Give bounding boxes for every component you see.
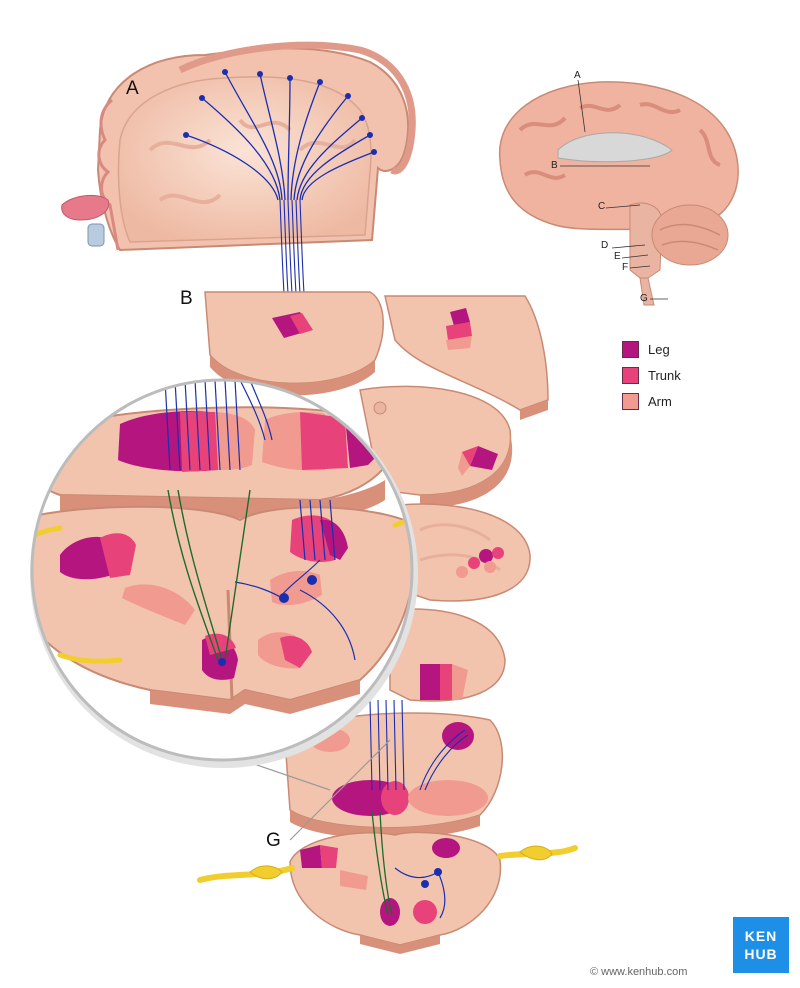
lumbar-slice [289,831,502,946]
legend-item-leg: Leg [622,336,732,362]
medulla-slice-lower [389,608,506,702]
lower-arm-zone [452,664,468,700]
spinal-nerve-left-ganglion [249,865,283,880]
mag-acst-right-trunk [280,635,312,668]
medulla-pyramid-blobs [456,547,504,578]
lumbar-neurons [421,868,442,888]
lumbar-lcst-trunk [320,845,338,868]
spinal-cord-section-lower [197,811,578,954]
mag-right-pyramid-trunk [300,412,348,470]
label-g: G [266,830,281,851]
brain-folds [148,118,357,205]
inset-gyri [518,102,721,180]
cervical-fibers [369,699,469,791]
midbrain-arm-right [446,336,472,350]
lower-leg-zone [420,664,440,700]
mag-posterior-right-leg [320,519,348,560]
midbrain-slice-right-side [520,400,548,420]
spinal-cord-section-upper [284,699,503,839]
lumbar-lcst-leg [300,845,322,868]
legend-swatch-arm [622,392,639,410]
inset-label-g: G [640,293,648,304]
lumbar-acst-right [432,838,460,858]
inset-label-e: E [614,251,621,262]
inset-label-b: B [551,160,558,171]
legend-swatch-trunk [622,366,639,384]
cervical-acst [442,722,474,750]
cortex-section [61,41,416,323]
lumbar-slice-side [360,935,440,954]
cervical-slice-side [290,810,480,839]
midbrain-trunk-right [446,322,472,340]
vertebra-marker [87,223,105,247]
mag-lcst-left-trunk [100,533,136,578]
magnifier-rim [30,378,414,762]
medulla-slice-upper [399,503,531,602]
tongue [61,194,110,221]
legend-swatch-leg [622,340,639,358]
legend-item-trunk: Trunk [622,362,732,388]
legend: Leg Trunk Arm [622,336,732,414]
legend-label-leg: Leg [648,341,670,357]
cervical-lcst-right [408,780,488,816]
legend-label-arm: Arm [648,393,672,409]
lumbar-anterior-right [413,900,437,924]
pons-slice-side [420,430,513,508]
logo-line-2: HUB [744,946,778,962]
label-b: B [180,288,193,309]
pons-leg-right [470,446,498,470]
mag-spinal-slab-side [150,680,360,714]
copyright-text: © www.kenhub.com [590,966,688,978]
kenhub-logo[interactable]: KEN HUB [733,917,789,973]
pons-arm-right [458,452,470,476]
cervical-lcst-mid [381,781,409,815]
mag-lcst-left-arm [122,584,195,625]
label-a: A [126,78,139,99]
midbrain-leg-right [450,308,470,326]
legend-label-trunk: Trunk [648,367,681,383]
spinal-nerve-right-ganglion [519,845,553,861]
inset-label-a: A [574,70,581,81]
midbrain-trunk-left [290,313,313,334]
magnifier-callout [30,378,418,841]
legend-item-arm: Arm [622,388,732,414]
inset-leader-lines [560,79,668,300]
inset-cerebellum-folia [659,223,721,251]
mag-blue-fibers [164,380,356,661]
inset-cerebellum [651,204,729,266]
mag-motor-neurons [218,575,317,666]
mag-green-fibers [167,489,251,661]
inset-label-d: D [601,240,609,251]
midbrain-slice-right [384,295,549,411]
cortex-inner [117,76,372,243]
mag-lcst-left-leg [60,536,112,580]
logo-line-1: KEN [744,928,778,944]
spinal-nerve-left [197,865,295,883]
mag-left-pyramid-arm [215,412,255,470]
face-profile [97,98,120,251]
scalp [178,41,416,175]
inset-brain [498,79,739,306]
pons-aqueduct [373,401,387,415]
inset-label-c: C [598,201,606,212]
lower-trunk-zone [440,664,452,700]
midbrain-slice-left [204,291,384,385]
inset-corpus-callosum [557,132,673,163]
corticospinal-fibers-upper [185,71,375,201]
inset-spinal [639,277,655,306]
lumbar-lcst-arm [340,870,368,890]
brainstem-slices [204,291,549,702]
inset-label-f: F [622,262,629,273]
lumbar-anterior-left [380,898,400,926]
